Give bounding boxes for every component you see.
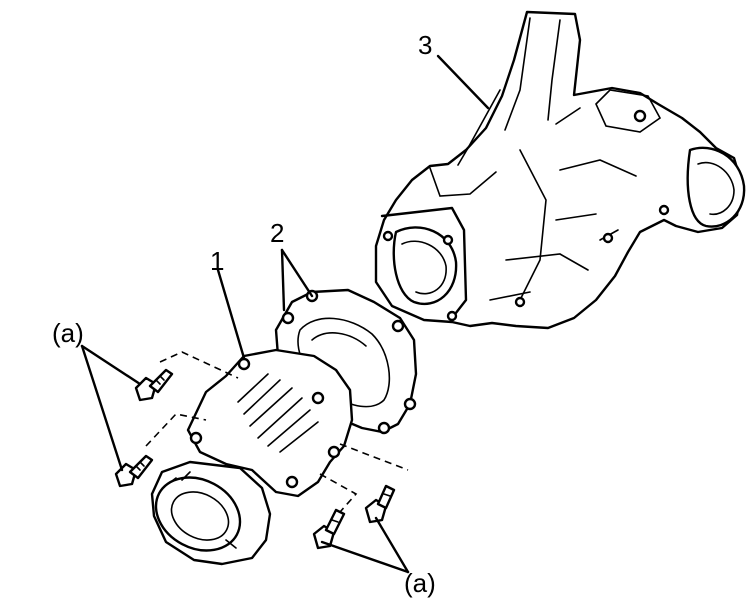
alignment-line-upper xyxy=(159,351,239,379)
leader-line-2b xyxy=(280,248,286,312)
leader-line-a-left-1 xyxy=(80,344,142,386)
callout-label-3: 3 xyxy=(418,30,433,60)
bolt-lower-right xyxy=(364,484,396,524)
bearing-housing-part-1 xyxy=(150,348,354,566)
alignment-line-right-1 xyxy=(339,443,409,471)
bolt-upper-left xyxy=(134,368,174,402)
callout-label-a-bottom: (a) xyxy=(404,568,436,598)
callout-label-a-left: (a) xyxy=(52,318,84,348)
callout-label-1: 1 xyxy=(210,246,225,276)
bolt-lower-middle xyxy=(312,508,346,550)
leader-line-2a xyxy=(280,248,314,298)
alignment-line-right-2 xyxy=(319,473,358,513)
leader-line-a-bottom-1 xyxy=(320,540,410,574)
leader-line-a-left-2 xyxy=(80,344,124,472)
callout-label-2: 2 xyxy=(270,218,285,248)
leader-line-3 xyxy=(436,54,490,110)
housing-part-3 xyxy=(374,10,746,330)
leader-line-a-bottom-2 xyxy=(374,516,410,574)
leader-line-1 xyxy=(216,268,246,360)
alignment-line-lower xyxy=(145,413,207,447)
